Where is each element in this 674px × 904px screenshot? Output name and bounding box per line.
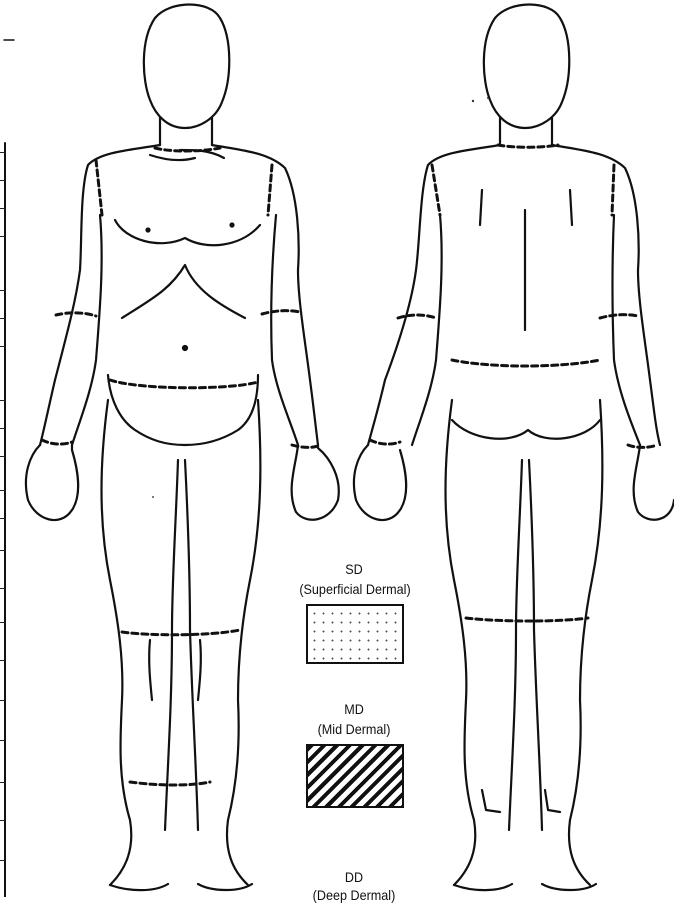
back-feet	[454, 884, 596, 890]
front-navel	[183, 346, 187, 350]
front-feet	[110, 884, 252, 890]
legend-dd-name: (Deep Dermal)	[291, 886, 417, 904]
legend-md-swatch	[306, 744, 404, 808]
front-inner-legs	[165, 460, 198, 830]
front-nipple-left	[147, 229, 150, 232]
legend-sd-code: SD	[291, 560, 417, 578]
front-pecs	[115, 220, 260, 245]
legend-sd-name: (Superficial Dermal)	[284, 580, 426, 598]
front-right-hand	[292, 445, 339, 520]
front-head	[144, 5, 229, 129]
back-inner-legs	[509, 460, 542, 830]
back-ankles	[482, 790, 560, 812]
legend-dd-code: DD	[291, 868, 417, 886]
front-outer-legs	[102, 400, 261, 885]
back-dividers	[370, 145, 654, 621]
back-right-hand	[634, 445, 674, 520]
front-nipple-right	[231, 224, 234, 227]
back-head	[484, 5, 569, 129]
back-buttocks	[452, 420, 600, 439]
legend-sd-swatch	[306, 604, 404, 664]
front-torso-outline	[40, 145, 318, 445]
back-torso-outline	[368, 145, 660, 445]
legend-md-code: MD	[291, 700, 417, 718]
legend-md-name: (Mid Dermal)	[291, 720, 417, 738]
back-outer-legs	[446, 400, 603, 885]
front-left-hand	[26, 445, 78, 520]
back-left-hand	[354, 445, 406, 520]
front-ribcage	[122, 265, 245, 318]
front-dividers	[42, 148, 318, 785]
front-figure	[26, 5, 339, 891]
